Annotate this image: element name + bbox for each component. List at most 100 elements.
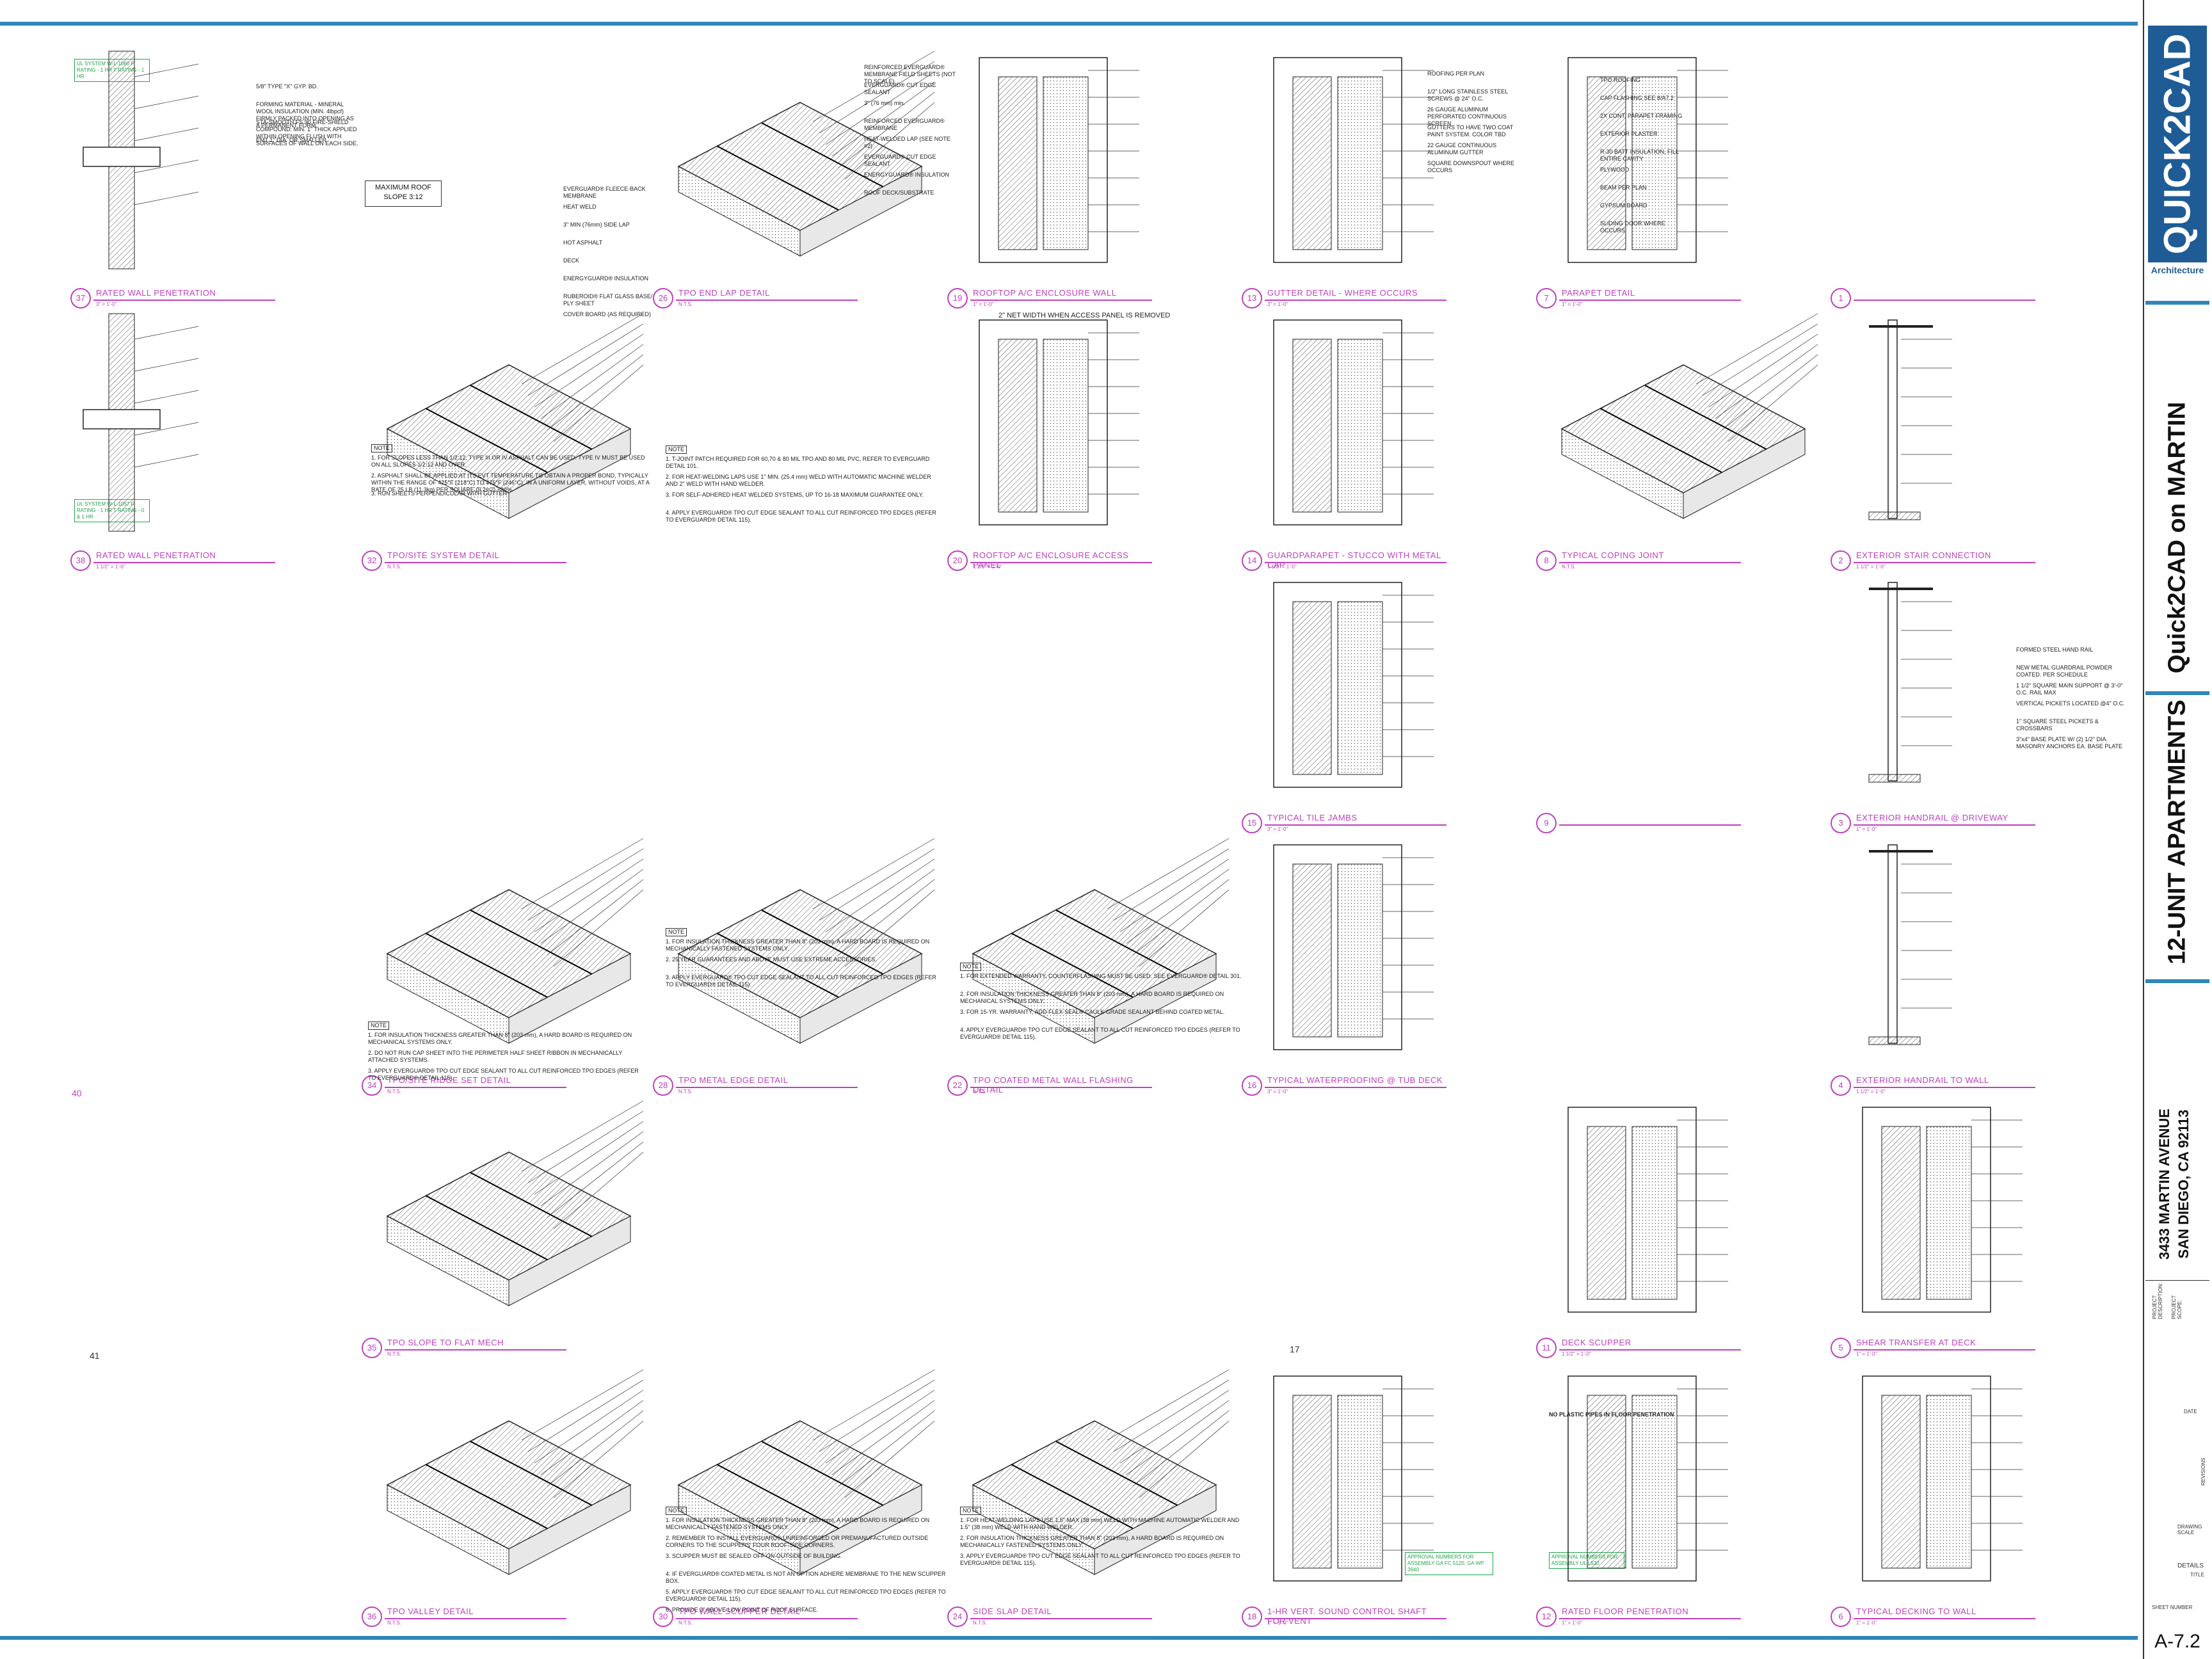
detail-number: 5 bbox=[1831, 1338, 1851, 1358]
gutter-callout: 22 GAUGE CONTINUOUS ALUMINUM GUTTER bbox=[1427, 142, 1497, 156]
detail-title: EXTERIOR STAIR CONNECTION bbox=[1856, 550, 1991, 560]
detail-scale: 1 1/2" = 1'-0" bbox=[1856, 1089, 1886, 1094]
leader-line bbox=[534, 1121, 644, 1195]
leader-line bbox=[812, 838, 935, 910]
detail-scale: 3" = 1'-0" bbox=[1267, 826, 1288, 832]
title-underline bbox=[93, 300, 275, 301]
title-underline bbox=[970, 562, 1152, 563]
detail-number: 26 bbox=[653, 288, 673, 309]
leader-line bbox=[819, 1379, 935, 1452]
leader-line bbox=[838, 879, 935, 956]
leader-line bbox=[527, 323, 644, 396]
section-insulation bbox=[1337, 601, 1383, 775]
detail-scale: 1 1/2" = 1'-0" bbox=[1267, 564, 1297, 570]
address-line-2: SAN DIEGO, CA 92113 bbox=[2176, 1109, 2192, 1259]
section-infill bbox=[1881, 1395, 1921, 1569]
scupper-note: 2. REMEMBER TO INSTALL EVERGUARD® UNREIN… bbox=[666, 1535, 929, 1548]
detail-title: RATED FLOOR PENETRATION bbox=[1562, 1607, 1689, 1616]
end-lap-callout: EVERGUARD® CUT EDGE SEALANT bbox=[864, 82, 936, 95]
detail-title: EXTERIOR HANDRAIL @ DRIVEWAY bbox=[1856, 813, 2008, 822]
leader-line bbox=[553, 1420, 644, 1498]
leader-line bbox=[1132, 879, 1230, 956]
detail-scale: 1" = 1'-0" bbox=[1267, 1620, 1288, 1626]
end-lap-callout: REINFORCED EVERGUARD® MEMBRANE FIELD SHE… bbox=[864, 64, 956, 84]
leader-line bbox=[844, 1420, 935, 1498]
detail-drawing bbox=[83, 313, 199, 532]
lap-seam bbox=[1055, 1441, 1178, 1506]
leader-line bbox=[1126, 1400, 1230, 1475]
wall-flash-note: 3. FOR 15-YR. WARRANTY, ADD FLEX SEAL® C… bbox=[960, 1009, 1225, 1015]
project-host: Quick2CAD on MARTIN bbox=[2163, 401, 2191, 674]
leader-line bbox=[838, 1410, 935, 1487]
title-underline bbox=[1854, 562, 2035, 563]
detail-title: TYPICAL TILE JAMBS bbox=[1267, 813, 1358, 822]
base-plate bbox=[1868, 774, 1921, 783]
leader-line bbox=[812, 1369, 935, 1441]
deck-layer bbox=[508, 1484, 631, 1575]
detail-scale: 1" = 1'-0" bbox=[1562, 301, 1583, 307]
rated-wall-callout: EMT 1" DIA. OR SMALLER bbox=[256, 137, 327, 143]
leader-line bbox=[1727, 364, 1818, 442]
title-underline bbox=[1854, 1349, 2035, 1350]
bottom-rule bbox=[0, 1636, 2138, 1640]
tpo-site-callout: HOT ASPHALT bbox=[563, 239, 603, 246]
gutter-callout: ROOFING PER PLAN bbox=[1427, 70, 1485, 77]
title-underline bbox=[1265, 562, 1447, 563]
section-insulation bbox=[1631, 76, 1678, 250]
leader-line bbox=[134, 127, 199, 141]
detail-drawing bbox=[83, 51, 199, 269]
meta-label: TITLE bbox=[2190, 1572, 2204, 1578]
detail-drawing bbox=[1273, 844, 1434, 1050]
project-name: 12-UNIT APARTMENTS bbox=[2163, 700, 2191, 965]
tpo-site-callout: RUBEROID® FLAT GLASS BASE/ PLY SHEET bbox=[563, 293, 653, 307]
lap-seam bbox=[425, 408, 548, 473]
leader-line bbox=[540, 344, 644, 419]
detail-scale: 3" = 1'-0" bbox=[1267, 301, 1288, 307]
section-insulation bbox=[1631, 1395, 1678, 1569]
section-frame bbox=[1862, 1375, 1991, 1582]
detail-scale: 1 1/2" = 1'-0" bbox=[96, 564, 125, 570]
end-lap-note: 2. FOR HEAT-WELDING LAPS USE 1" MIN. (25… bbox=[666, 474, 931, 487]
leader-line bbox=[553, 364, 644, 442]
detail-number: 6 bbox=[1831, 1607, 1851, 1627]
handrail-callout: 1" SQUARE STEEL PICKETS & CROSSBARS bbox=[2016, 718, 2099, 732]
rated-wall-callout: 5/8" TYPE "X" GYP. BD. bbox=[256, 83, 318, 90]
pipe bbox=[83, 147, 161, 167]
grid-number: 40 bbox=[72, 1088, 82, 1098]
title-underline bbox=[1265, 1618, 1447, 1619]
tpo-site-callout: ENERGYGUARD® INSULATION bbox=[563, 275, 648, 282]
detail-title: ROOFTOP A/C ENCLOSURE WALL bbox=[973, 288, 1117, 298]
detail-number: 9 bbox=[1536, 813, 1557, 833]
leader-line bbox=[831, 81, 935, 157]
metal-edge-note: 2. 25 YEAR GUARANTEES AND ABOVE MUST USE… bbox=[666, 956, 877, 963]
note-heading: NOTE bbox=[960, 1507, 982, 1515]
section-frame bbox=[1567, 57, 1697, 263]
leader-line bbox=[831, 1400, 935, 1475]
leader-line bbox=[134, 191, 199, 205]
detail-drawing bbox=[1560, 313, 1818, 519]
end-lap-note: 3. FOR SELF-ADHERED HEAT WELDED SYSTEMS,… bbox=[666, 492, 924, 498]
section-insulation bbox=[1926, 1395, 1972, 1569]
detail-title: TYPICAL WATERPROOFING @ TUB DECK bbox=[1267, 1075, 1443, 1085]
title-underline bbox=[1854, 1087, 2035, 1088]
leader-line bbox=[1702, 323, 1818, 396]
detail-scale: 3" = 1'-0" bbox=[1267, 1089, 1288, 1094]
rated-wall-callout: STA-SMOOTH FS 90 FIRE-SHIELD COMPOUND: M… bbox=[256, 119, 358, 147]
tpo-site-callout: COVER BOARD (AS REQUIRED) bbox=[563, 311, 652, 317]
detail-drawing bbox=[1868, 582, 1952, 783]
note-heading: NOTE bbox=[368, 1022, 390, 1030]
detail-title-block: 1 bbox=[1831, 285, 2035, 310]
detail-title: SIDE SLAP DETAIL bbox=[973, 1607, 1052, 1616]
title-rule bbox=[2145, 979, 2209, 983]
section-insulation bbox=[1631, 1126, 1678, 1300]
